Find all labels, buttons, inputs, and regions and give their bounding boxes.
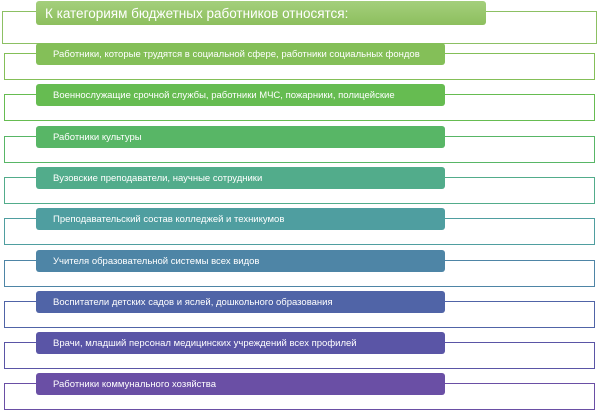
category-label: Вузовские преподаватели, научные сотрудн…: [53, 172, 263, 184]
category-bar: Работники коммунального хозяйства: [36, 373, 445, 395]
category-bar: Вузовские преподаватели, научные сотрудн…: [36, 167, 445, 189]
category-bar: Преподавательский состав колледжей и тех…: [36, 208, 445, 230]
header-bar: К категориям бюджетных работников относя…: [36, 1, 486, 25]
category-bar: Военнослужащие срочной службы, работники…: [36, 84, 445, 106]
category-label: Воспитатели детских садов и яслей, дошко…: [53, 296, 333, 308]
category-bar: Учителя образовательной системы всех вид…: [36, 250, 445, 272]
category-label: Преподавательский состав колледжей и тех…: [53, 213, 285, 225]
category-bar: Воспитатели детских садов и яслей, дошко…: [36, 291, 445, 313]
category-label: Учителя образовательной системы всех вид…: [53, 255, 260, 267]
category-label: Врачи, младший персонал медицинских учре…: [53, 337, 357, 349]
category-label: Работники коммунального хозяйства: [53, 378, 216, 390]
category-bar: Врачи, младший персонал медицинских учре…: [36, 332, 445, 354]
category-label: Военнослужащие срочной службы, работники…: [53, 89, 395, 101]
category-label: Работники культуры: [53, 131, 142, 143]
header-title: К категориям бюджетных работников относя…: [45, 5, 349, 21]
category-bar: Работники культуры: [36, 126, 445, 148]
category-bar: Работники, которые трудятся в социальной…: [36, 43, 445, 65]
category-label: Работники, которые трудятся в социальной…: [53, 48, 420, 60]
